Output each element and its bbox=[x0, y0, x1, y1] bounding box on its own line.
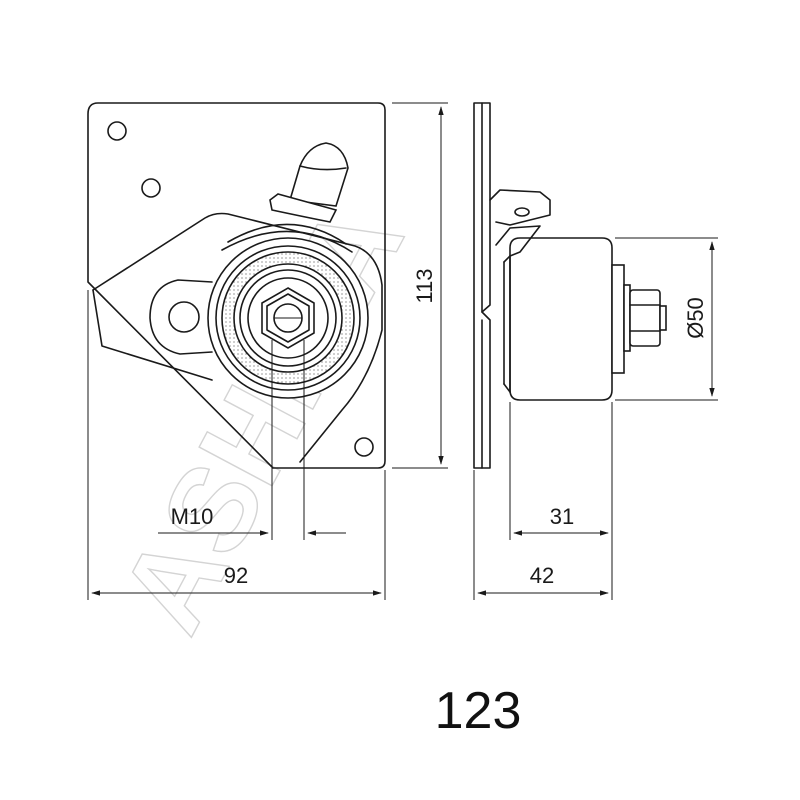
adjuster-cap bbox=[269, 142, 349, 223]
arm-bracket-side bbox=[489, 189, 551, 226]
thread-label: M10 bbox=[171, 504, 214, 529]
pulley-side bbox=[509, 237, 613, 401]
arm-ear bbox=[149, 279, 213, 355]
height-label: 113 bbox=[412, 268, 437, 303]
total-depth-label: 42 bbox=[530, 563, 554, 588]
mounting-plate bbox=[87, 102, 386, 469]
front-view bbox=[87, 102, 386, 540]
tensioner-arm bbox=[92, 212, 383, 463]
dimensions: 113 Ø50 M10 92 31 42 bbox=[87, 102, 718, 600]
side-bolt-head bbox=[629, 289, 661, 347]
pulley bbox=[207, 237, 369, 399]
mount-hole-top bbox=[107, 121, 127, 141]
mount-hole-mid bbox=[141, 178, 161, 198]
diameter-label: Ø50 bbox=[683, 297, 708, 339]
arm-ear-hole bbox=[168, 301, 200, 333]
width-label: 92 bbox=[224, 563, 248, 588]
part-number: 123 bbox=[435, 682, 522, 740]
mount-hole-bottom bbox=[354, 437, 374, 457]
pulley-depth-label: 31 bbox=[550, 504, 574, 529]
plate-edge bbox=[473, 102, 491, 469]
side-view bbox=[473, 102, 667, 469]
